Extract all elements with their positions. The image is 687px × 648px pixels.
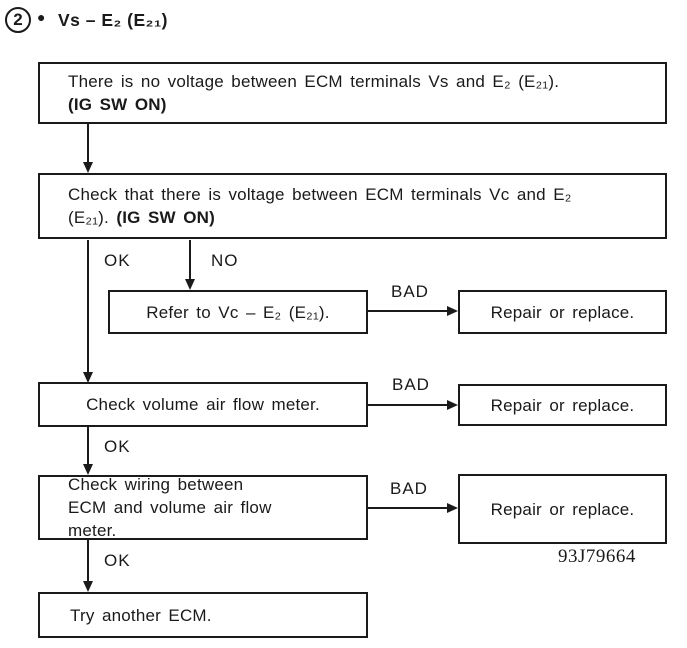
flow-box-repair-1: Repair or replace. xyxy=(458,290,667,334)
connector-bad-3 xyxy=(368,507,448,509)
document-number: 93J79664 xyxy=(558,546,636,567)
arrowhead-right-icon xyxy=(447,306,458,316)
connector-ok-3 xyxy=(87,540,89,581)
arrowhead-down-icon xyxy=(83,464,93,475)
connector-no-branch xyxy=(189,240,191,279)
flow-box-check-airflow: Check volume air flow meter. xyxy=(38,382,368,427)
arrowhead-down-icon xyxy=(83,162,93,173)
flow-box-no-voltage: There is no voltage between ECM terminal… xyxy=(38,62,667,124)
ig-sw-on-note: (IG SW ON) xyxy=(116,208,215,227)
arrowhead-right-icon xyxy=(447,503,458,513)
label-ok-1: OK xyxy=(104,251,131,270)
ig-sw-on-note: (IG SW ON) xyxy=(68,95,167,114)
label-bad-2: BAD xyxy=(392,375,430,394)
arrowhead-down-icon xyxy=(83,372,93,383)
label-bad-1: BAD xyxy=(391,282,429,301)
flow-box-check-voltage-text: Check that there is voltage between ECM … xyxy=(68,185,572,227)
flow-box-check-voltage: Check that there is voltage between ECM … xyxy=(38,173,667,239)
flow-box-try-ecm: Try another ECM. xyxy=(38,592,368,638)
flow-box-check-wiring: Check wiring between ECM and volume air … xyxy=(38,475,368,540)
flow-box-refer-vc-e2: Refer to Vc – E₂ (E₂₁). xyxy=(108,290,368,334)
connector-box1-box2 xyxy=(87,123,89,163)
label-ok-3: OK xyxy=(104,551,131,570)
label-ok-2: OK xyxy=(104,437,131,456)
connector-bad-1 xyxy=(368,310,448,312)
flow-box-repair-2: Repair or replace. xyxy=(458,384,667,426)
flow-box-repair-3: Repair or replace. xyxy=(458,474,667,544)
label-no: NO xyxy=(211,251,239,270)
connector-bad-2 xyxy=(368,404,448,406)
section-title: Vs – E₂ (E₂₁) xyxy=(58,10,169,30)
connector-ok-trunk xyxy=(87,240,89,374)
connector-ok-2 xyxy=(87,427,89,464)
arrowhead-down-icon xyxy=(83,581,93,592)
flow-box-no-voltage-text: There is no voltage between ECM terminal… xyxy=(68,70,625,116)
step-number-badge: 2 xyxy=(5,7,31,33)
step-number: 2 xyxy=(13,10,23,29)
arrowhead-right-icon xyxy=(447,400,458,410)
arrowhead-down-icon xyxy=(185,279,195,290)
bullet-icon: ● xyxy=(37,9,46,25)
label-bad-3: BAD xyxy=(390,479,428,498)
